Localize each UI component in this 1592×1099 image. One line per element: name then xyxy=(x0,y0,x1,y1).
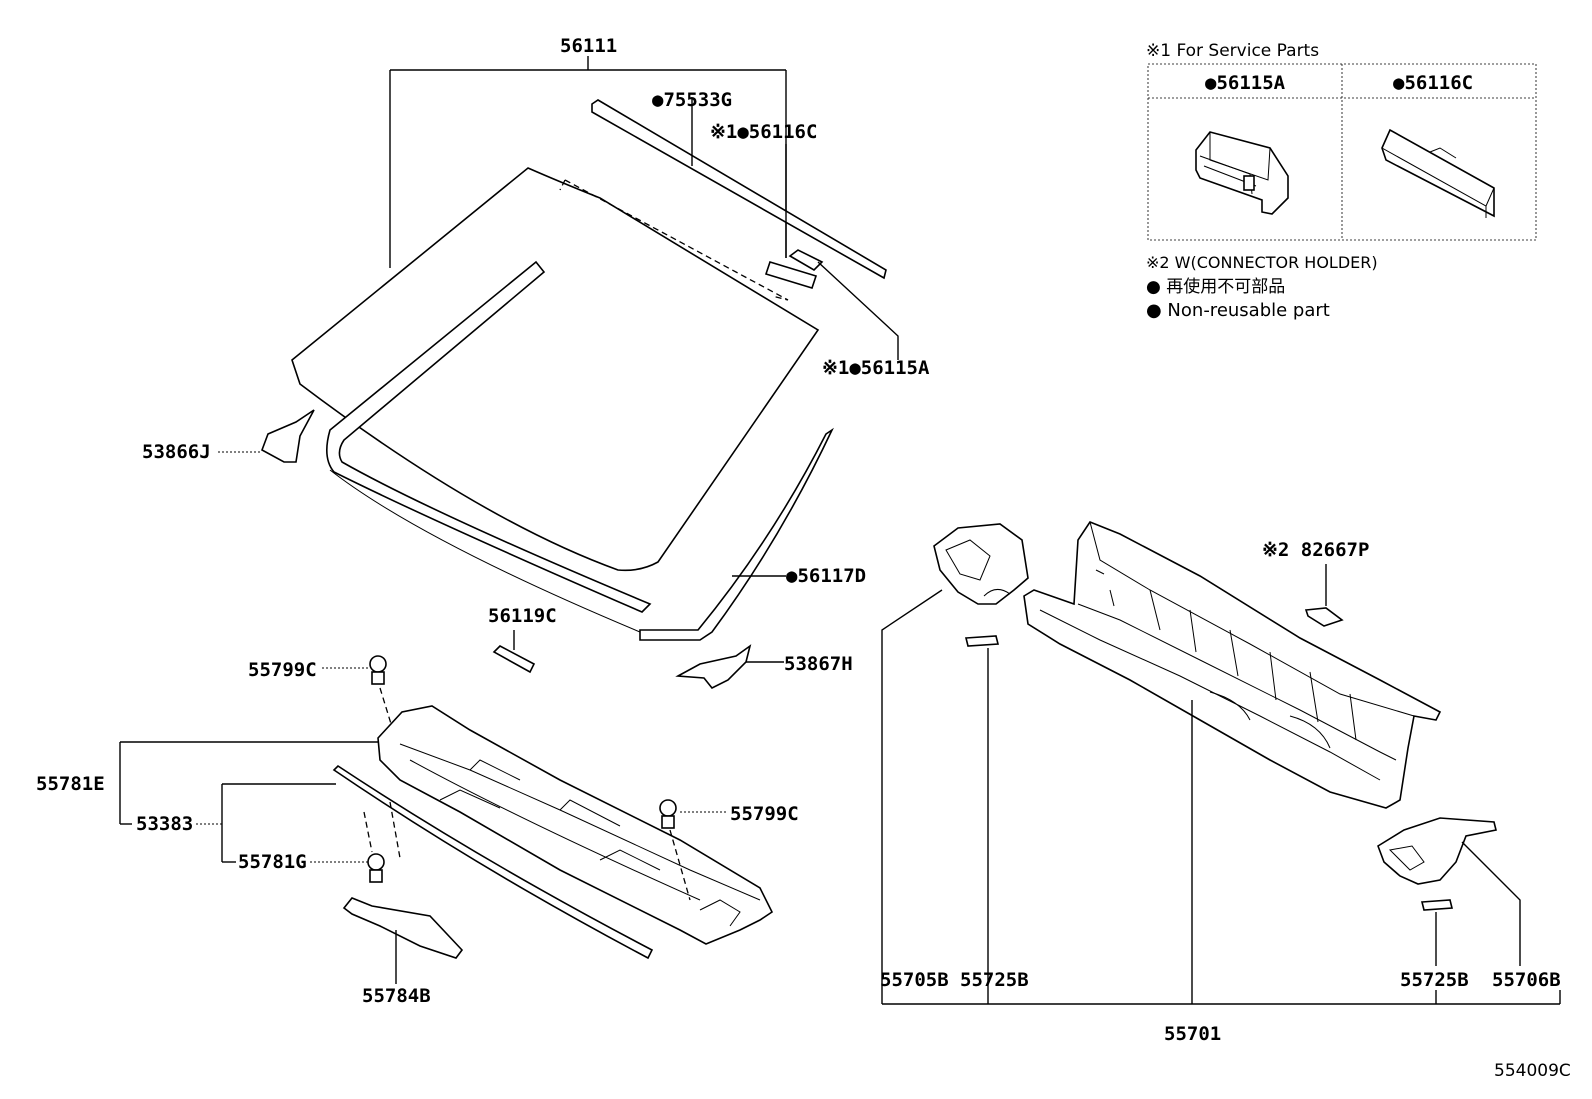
clip-56115A xyxy=(788,249,824,272)
part-55725B-left xyxy=(964,635,1000,647)
dash-panel-55701 xyxy=(1023,521,1442,809)
windshield-glass xyxy=(291,167,820,572)
part-82667P xyxy=(1304,607,1344,627)
label-55799C-top: 55799C xyxy=(248,659,317,681)
service-table-col2: ●56116C xyxy=(1393,72,1473,94)
tape-56116C xyxy=(764,261,818,289)
label-55781E: 55781E xyxy=(36,773,105,795)
label-55725B-left: 55725B xyxy=(960,969,1029,991)
dash-panel-group: 55705B 55725B ※2 82667P 55706B 55725B 55… xyxy=(880,521,1561,1045)
label-56116C: ※1●56116C xyxy=(710,121,817,143)
molding-strip xyxy=(326,260,652,613)
top-molding xyxy=(591,99,887,280)
service-table-title: ※1 For Service Parts xyxy=(1146,41,1319,61)
label-56111: 56111 xyxy=(560,35,617,57)
seal-53383 xyxy=(332,764,654,960)
label-55781G: 55781G xyxy=(238,851,307,873)
bracket-53866J xyxy=(261,409,315,463)
label-56119C: 56119C xyxy=(488,605,557,627)
windshield-group: 56111 ●75533G ※1●56116C ※1●56115A 53866J… xyxy=(142,35,930,690)
clip-55799C-top xyxy=(369,655,387,685)
label-56117D: ●56117D xyxy=(786,565,866,587)
label-55725B-right: 55725B xyxy=(1400,969,1469,991)
label-53383: 53383 xyxy=(136,813,193,835)
note-connector-holder: ※2 W(CONNECTOR HOLDER) xyxy=(1146,253,1378,272)
service-parts-table: ※1 For Service Parts ●56115A ●56116C xyxy=(1146,41,1537,241)
part-55784B xyxy=(342,897,464,959)
clip-56115A-drawing xyxy=(1195,131,1289,215)
label-75533G: ●75533G xyxy=(652,89,732,111)
bracket-53867H xyxy=(675,644,752,690)
side-molding xyxy=(639,427,834,641)
note-non-reusable-jp: ● 再使用不可部品 xyxy=(1146,276,1285,297)
part-55725B-right xyxy=(1420,899,1454,911)
label-55784B: 55784B xyxy=(362,985,431,1007)
label-82667P: ※2 82667P xyxy=(1262,539,1369,561)
clip-55781G xyxy=(367,853,385,883)
legend-notes: ※2 W(CONNECTOR HOLDER) ● 再使用不可部品 ● Non-r… xyxy=(1146,253,1378,321)
note-non-reusable-en: ● Non-reusable part xyxy=(1146,300,1330,321)
label-55799C-right: 55799C xyxy=(730,803,799,825)
label-55705B: 55705B xyxy=(880,969,949,991)
service-table-col1: ●56115A xyxy=(1205,72,1286,94)
cowl-panel-group: 55799C 55781E 53383 55781G xyxy=(36,655,799,1007)
label-55701: 55701 xyxy=(1164,1023,1221,1045)
cowl-louver-55781E xyxy=(377,705,774,945)
label-56115A: ※1●56115A xyxy=(822,357,930,379)
part-56119C xyxy=(492,645,536,674)
label-55706B: 55706B xyxy=(1492,969,1561,991)
bracket-55706B xyxy=(1377,817,1497,885)
label-53866J: 53866J xyxy=(142,441,211,463)
diagram-code: 554009C xyxy=(1494,1061,1571,1081)
clip-55799C-right xyxy=(659,799,677,829)
tape-56116C-drawing xyxy=(1381,128,1495,218)
label-53867H: 53867H xyxy=(784,653,853,675)
bracket-55705B xyxy=(933,523,1029,605)
